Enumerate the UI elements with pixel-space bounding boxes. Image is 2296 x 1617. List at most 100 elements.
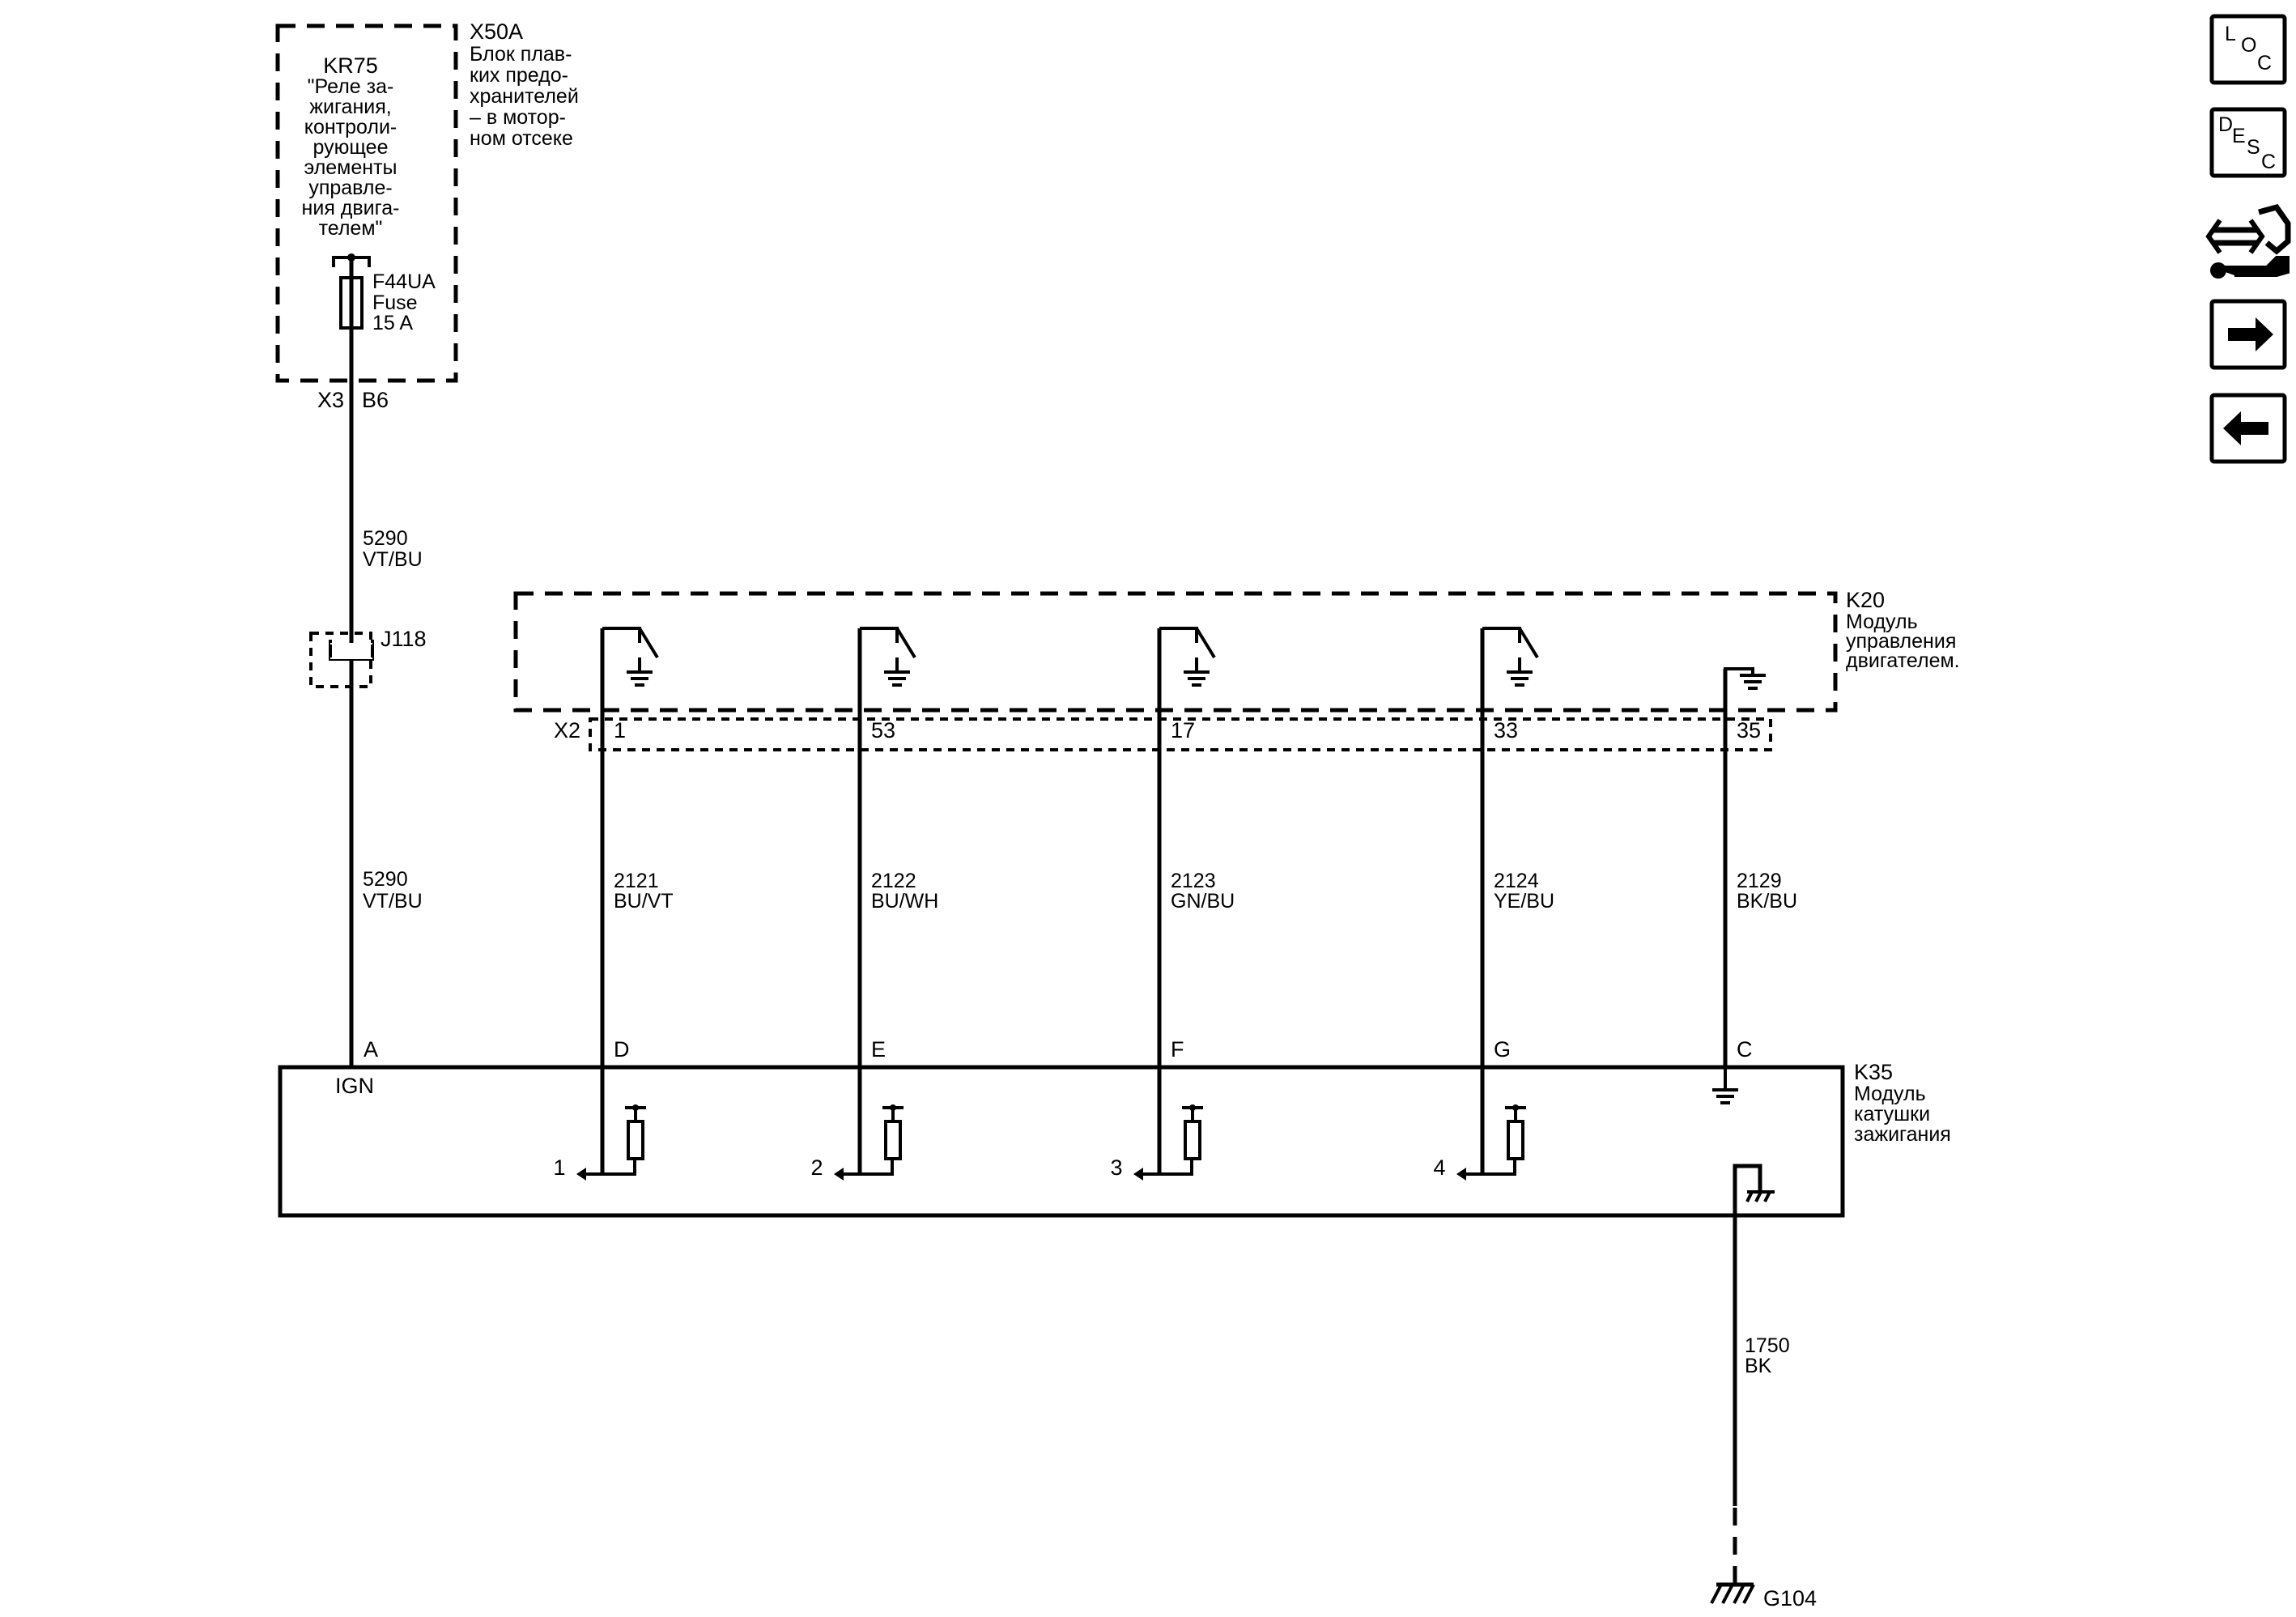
wire-circuit-number: 2129: [1737, 870, 1782, 892]
coil-resistor-icon: [627, 1120, 644, 1160]
ignition-channels: 112121BU/VTD2532122BU/WHE3172123GN/BUF43…: [553, 627, 1797, 1181]
fuse-label-line: 15 A: [372, 312, 413, 334]
wire-color-code: BK/BU: [1737, 890, 1797, 913]
coil-resistor-icon: [1507, 1120, 1524, 1160]
ground-g104-icon: [1710, 1582, 1755, 1604]
splice-id: J118: [381, 627, 427, 651]
ground-id: G104: [1763, 1586, 1817, 1611]
desc-letter: C: [2261, 151, 2276, 173]
ecm-pin-number: 53: [871, 718, 895, 743]
coil-module-desc-line: зажигания: [1854, 1123, 1951, 1146]
ground-wire-color: BK: [1745, 1355, 1772, 1377]
pin-label: B6: [362, 388, 389, 412]
desc-button[interactable]: D E S C: [2209, 107, 2287, 178]
relay-desc-line: управле-: [308, 177, 392, 199]
desc-letter: D: [2218, 113, 2233, 136]
ecm-ground-icon: [1740, 674, 1766, 690]
supply-wire-circuit: 5290: [363, 527, 408, 550]
ecm-pin-number: 17: [1171, 718, 1195, 743]
fuse-block-desc-line: – в мотор-: [470, 106, 566, 129]
coil-pin-letter: G: [1494, 1037, 1511, 1062]
ecm-pin-number: 33: [1494, 718, 1518, 743]
supply-wire-circuit: 5290: [363, 868, 408, 891]
relay-desc-line: элементы: [304, 156, 397, 179]
ecm-desc-line: Модуль: [1846, 611, 1918, 633]
output-arrow-icon: [576, 1168, 586, 1181]
loc-letter: L: [2225, 23, 2236, 45]
ecm-k20: K20 Модуль управления двигателем. X2: [513, 588, 1960, 751]
fuse-block-id: X50A: [470, 19, 523, 44]
desc-letter: E: [2232, 125, 2246, 147]
coil-module-id: K35: [1854, 1060, 1893, 1084]
loc-letter: C: [2257, 52, 2272, 74]
splice-j118: J118: [309, 627, 427, 688]
ecm-driver-switch-icon: [860, 627, 916, 659]
ecm-driver-switch-icon: [1159, 627, 1216, 659]
coil-ign-pin: A: [364, 1037, 378, 1062]
ecm-pin-number: 1: [614, 718, 626, 743]
output-arrow-icon: [1133, 1168, 1143, 1181]
channel: [1723, 667, 1766, 1067]
ecm-driver-switch-icon: [1482, 627, 1539, 659]
ground-wire-circuit: 1750: [1745, 1334, 1790, 1357]
fuse-block-x50a: X50A Блок плав- ких предо- хранителей – …: [275, 19, 579, 412]
coil-pin-letter: D: [614, 1037, 630, 1062]
wire-circuit-number: 2122: [871, 870, 916, 892]
coil-output-number: 2: [810, 1155, 823, 1180]
relay-desc-line: "Реле за-: [308, 75, 394, 98]
wire-color-code: BU/VT: [614, 890, 674, 913]
coil-output-number: 1: [553, 1155, 565, 1180]
ecm-desc-line: двигателем.: [1846, 649, 1960, 672]
supply-wire-color: VT/BU: [363, 548, 423, 571]
next-button[interactable]: [2209, 299, 2287, 370]
wire-color-code: BU/WH: [871, 890, 938, 913]
ecm-ground-icon: [1184, 670, 1210, 687]
arrow-left-icon: [2223, 411, 2268, 445]
output-arrow-icon: [1456, 1168, 1466, 1181]
connector-wrench-icon: [2205, 203, 2291, 279]
coil-pin-letter: F: [1171, 1037, 1184, 1062]
arrow-right-icon: [2228, 317, 2273, 351]
ecm-driver-switch-icon: [602, 627, 659, 659]
relay-desc-line: ния двига-: [302, 197, 400, 219]
fuse-block-desc-line: хранителей: [470, 85, 579, 108]
coil-module-desc-line: катушки: [1854, 1103, 1930, 1126]
wire-circuit-number: 2124: [1494, 870, 1539, 892]
coil-output-number: 4: [1433, 1155, 1445, 1180]
relay-desc-line: контроли-: [304, 116, 398, 138]
output-arrow-icon: [834, 1168, 844, 1181]
case-ground-icon: [1733, 1164, 1775, 1215]
relay-desc-line: рующее: [313, 136, 389, 159]
coil-resistor-icon: [1184, 1120, 1201, 1160]
ecm-ground-icon: [1507, 670, 1533, 687]
relay-desc-line: жигания,: [309, 96, 391, 118]
connector-label: X3: [317, 388, 344, 412]
desc-letter: S: [2247, 136, 2260, 159]
relay-id: KR75: [323, 53, 378, 78]
ecm-ground-icon: [884, 670, 910, 687]
coil-ign-label: IGN: [335, 1074, 374, 1098]
coil-module-desc-line: Модуль: [1854, 1083, 1926, 1105]
previous-button[interactable]: [2209, 393, 2287, 464]
channel: [834, 627, 916, 1181]
channel: [576, 627, 659, 1181]
loc-button[interactable]: L O C: [2209, 14, 2287, 85]
ecm-connector-label: X2: [554, 718, 580, 743]
relay-desc-line: телем": [319, 217, 383, 240]
fuse-label-line: Fuse: [372, 291, 418, 314]
connector-tools-button[interactable]: [2205, 203, 2291, 279]
wire-circuit-number: 2121: [614, 870, 659, 892]
coil-pin-letter: C: [1737, 1037, 1753, 1062]
loc-letter: O: [2241, 34, 2256, 57]
fuse-block-desc-line: Блок плав-: [470, 43, 572, 66]
coil-pin-letter: E: [871, 1037, 886, 1062]
ecm-pin-number: 35: [1737, 718, 1761, 743]
internal-ground-icon: [1712, 1067, 1738, 1104]
fuse-block-desc-line: ких предо-: [470, 64, 568, 87]
ecm-ground-icon: [627, 670, 653, 687]
channel: [1456, 627, 1539, 1181]
supply-wire-color: VT/BU: [363, 890, 423, 913]
coil-module-k35: K35 Модуль катушки зажигания A IGN: [278, 1037, 1951, 1218]
wire-circuit-number: 2123: [1171, 870, 1216, 892]
